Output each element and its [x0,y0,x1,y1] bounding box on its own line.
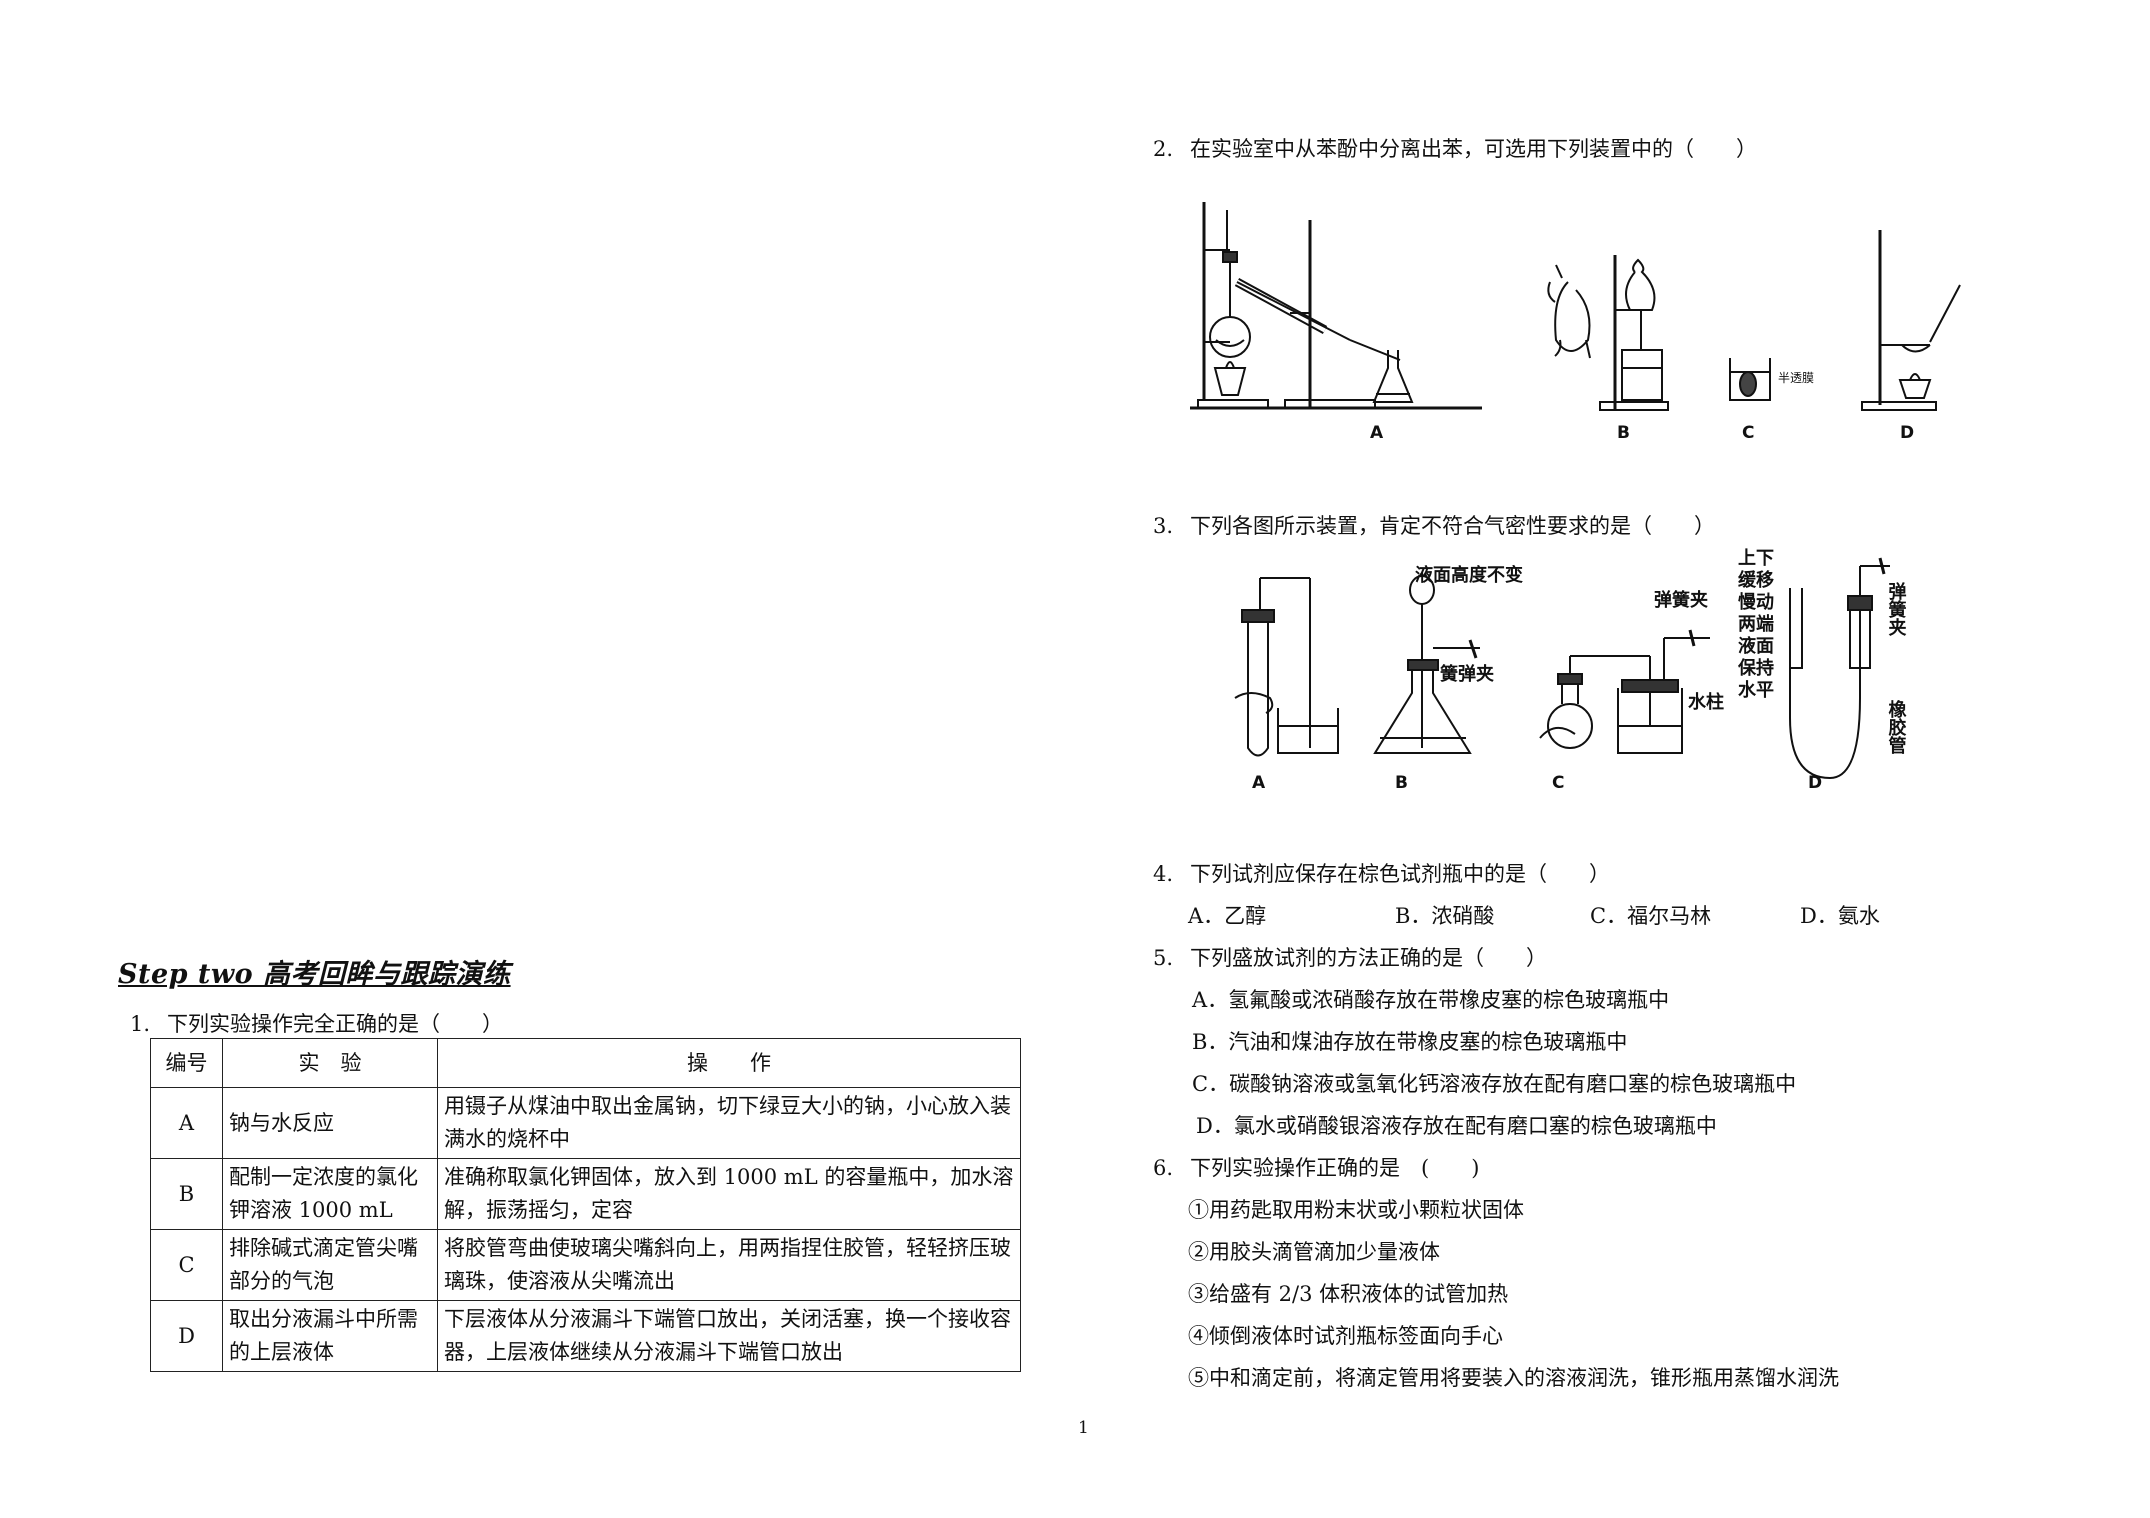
question-text: 下列盛放试剂的方法正确的是（ ） [1190,946,1547,970]
annotation-d-line: 水平 [1738,679,1774,701]
question-number: 3. [1153,514,1174,538]
page-number: 1 [1078,1418,1089,1438]
annotation-d-line: 上下 [1738,548,1774,569]
figure-label: C [1742,423,1754,443]
question-number: 1. [130,1012,151,1036]
question-number: 2. [1153,137,1174,161]
question-text: 下列实验操作正确的是 ( ) [1190,1156,1480,1180]
header-operation: 操 作 [437,1038,1021,1088]
question-6-item-3: ③给盛有 2/3 体积液体的试管加热 [1188,1282,1509,1306]
airtight-c-bottle: 弹簧夹 水柱 C [1539,589,1724,793]
row-code: B [150,1158,223,1230]
annotation-level-unchanged: 液面高度不变 [1415,564,1523,586]
question-5-stem: 5. 下列盛放试剂的方法正确的是（ ） [1153,942,1547,972]
figure-label: B [1617,423,1630,443]
question-4-stem: 4. 下列试剂应保存在棕色试剂瓶中的是（ ） [1153,858,1610,888]
airtight-d-u-tube: 上下 缓移 慢动 两端 液面 保持 水平 弹簧夹 橡胶管 D [1737,548,1907,793]
annotation-rubber-tube: 橡胶管 [1886,699,1907,755]
annotation-d-line: 两端 [1738,614,1774,635]
question-6-item-1: ①用药匙取用粉末状或小颗粒状固体 [1188,1198,1524,1222]
row-experiment: 排除碱式滴定管尖嘴部分的气泡 [222,1229,438,1301]
question-2-stem: 2. 在实验室中从苯酚中分离出苯，可选用下列装置中的（ ） [1153,133,1757,163]
question-5-option-a: A．氢氟酸或浓硝酸存放在带橡皮塞的棕色玻璃瓶中 [1192,988,1670,1012]
apparatus-a-distillation: A [1190,202,1482,443]
question-text: 下列各图所示装置，肯定不符合气密性要求的是（ ） [1190,514,1715,538]
question-5-option-c: C．碳酸钠溶液或氢氧化钙溶液存放在配有磨口塞的棕色玻璃瓶中 [1192,1072,1797,1096]
question-1-stem: 1. 下列实验操作完全正确的是（ ） [130,1008,503,1038]
table-header-row: 编号 实 验 操 作 [150,1038,1021,1088]
figure-label: A [1252,773,1266,793]
table-row: B 配制一定浓度的氯化钾溶液 1000 mL 准确称取氯化钾固体，放入到 100… [150,1158,1021,1230]
question-1-table: 编号 实 验 操 作 A 钠与水反应 用镊子从煤油中取出金属钠，切下绿豆大小的钠… [150,1038,1021,1372]
table-row: D 取出分液漏斗中所需的上层液体 下层液体从分液漏斗下端管口放出，关闭活塞，换一… [150,1300,1021,1372]
row-operation: 将胶管弯曲使玻璃尖嘴斜向上，用两指捏住胶管，轻轻挤压玻璃珠，使溶液从尖嘴流出 [437,1229,1021,1301]
question-4-option-c: C．福尔马林 [1590,904,1712,928]
question-6-item-2: ②用胶头滴管滴加少量液体 [1188,1240,1440,1264]
question-4-option-a: A．乙醇 [1188,904,1267,928]
question-5-option-b: B．汽油和煤油存放在带橡皮塞的棕色玻璃瓶中 [1192,1030,1628,1054]
annotation-d-line: 液面 [1738,635,1774,657]
figure-label: B [1395,773,1408,793]
header-experiment: 实 验 [222,1038,438,1088]
question-3-figure: A 液面高度不变 簧弹夹 B [1190,548,1970,798]
row-operation: 准确称取氯化钾固体，放入到 1000 mL 的容量瓶中，加水溶解，振荡摇匀，定容 [437,1158,1021,1230]
row-experiment: 取出分液漏斗中所需的上层液体 [222,1300,438,1372]
annotation-clip: 弹簧夹 [1886,581,1907,637]
question-6-item-5: ⑤中和滴定前，将滴定管用将要装入的溶液润洗，锥形瓶用蒸馏水润洗 [1188,1366,1839,1390]
table-row: A 钠与水反应 用镊子从煤油中取出金属钠，切下绿豆大小的钠，小心放入装满水的烧杯… [150,1087,1021,1159]
annotation-water-column: 水柱 [1688,691,1724,713]
membrane-label: 半透膜 [1778,371,1814,385]
row-operation: 下层液体从分液漏斗下端管口放出，关闭活塞，换一个接收容器，上层液体继续从分液漏斗… [437,1300,1021,1372]
question-6-stem: 6. 下列实验操作正确的是 ( ) [1153,1152,1479,1182]
question-5-option-d: D．氯水或硝酸银溶液存放在配有磨口塞的棕色玻璃瓶中 [1196,1114,1717,1138]
question-4-option-d: D．氨水 [1800,904,1880,928]
apparatus-b-separatory-funnel: B [1547,255,1669,443]
question-2-figure: A B 半 [1190,190,1970,450]
row-code: A [150,1087,223,1159]
question-text: 在实验室中从苯酚中分离出苯，可选用下列装置中的（ ） [1190,137,1757,161]
question-6-item-4: ④倾倒液体时试剂瓶标签面向手心 [1188,1324,1503,1348]
annotation-clip: 簧弹夹 [1440,663,1494,685]
question-number: 5. [1153,946,1174,970]
question-4-option-b: B．浓硝酸 [1395,904,1495,928]
figure-label: A [1370,423,1384,443]
question-3-stem: 3. 下列各图所示装置，肯定不符合气密性要求的是（ ） [1153,510,1715,540]
row-operation: 用镊子从煤油中取出金属钠，切下绿豆大小的钠，小心放入装满水的烧杯中 [437,1087,1021,1159]
annotation-d-line: 保持 [1737,657,1774,679]
question-number: 4. [1153,862,1174,886]
airtight-a-test-tube: A [1234,577,1339,793]
figure-label: D [1900,423,1914,443]
row-code: D [150,1300,223,1372]
question-text: 下列实验操作完全正确的是（ ） [167,1012,503,1036]
table-row: C 排除碱式滴定管尖嘴部分的气泡 将胶管弯曲使玻璃尖嘴斜向上，用两指捏住胶管，轻… [150,1229,1021,1301]
question-number: 6. [1153,1156,1174,1180]
row-code: C [150,1229,223,1301]
annotation-d-line: 慢动 [1738,591,1774,613]
figure-label: D [1808,773,1822,793]
row-experiment: 配制一定浓度的氯化钾溶液 1000 mL [222,1158,438,1230]
apparatus-c-dialysis: 半透膜 C [1729,358,1814,443]
annotation-clip: 弹簧夹 [1654,589,1708,611]
row-experiment: 钠与水反应 [222,1087,438,1159]
header-code: 编号 [150,1038,223,1088]
annotation-d-line: 缓移 [1738,569,1774,591]
apparatus-d-evaporation: D [1861,230,1961,443]
figure-label: C [1552,773,1564,793]
question-text: 下列试剂应保存在棕色试剂瓶中的是（ ） [1190,862,1610,886]
airtight-b-flask: 液面高度不变 簧弹夹 B [1373,564,1523,793]
section-heading: Step two 高考回眸与跟踪演练 [118,959,511,990]
